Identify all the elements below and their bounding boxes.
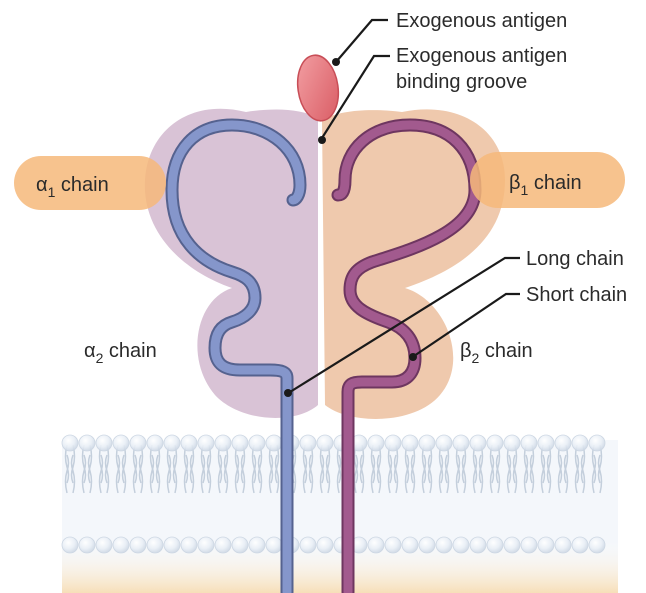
lipid-head: [130, 537, 146, 553]
lipid-head: [164, 537, 180, 553]
lipid-head: [79, 537, 95, 553]
lipid-head: [266, 435, 282, 451]
lipid-head: [266, 537, 282, 553]
lipid-head: [402, 537, 418, 553]
long-chain-callout-dot: [284, 389, 292, 397]
lipid-head: [130, 435, 146, 451]
alpha2-chain-label: α2 chain: [84, 340, 157, 366]
lipid-head: [300, 537, 316, 553]
lipid-head: [538, 435, 554, 451]
binding-groove-label-line1: Exogenous antigen: [396, 45, 567, 67]
exogenous-antigen-label: Exogenous antigen: [396, 10, 567, 32]
lipid-head: [215, 537, 231, 553]
binding-groove-label-line2: binding groove: [396, 71, 527, 93]
lipid-head: [453, 537, 469, 553]
lipid-head: [436, 537, 452, 553]
lipid-head: [164, 435, 180, 451]
antigen-callout-dot: [332, 58, 340, 66]
beta2-chain-label: β2 chain: [460, 340, 533, 366]
lipid-head: [504, 537, 520, 553]
lipid-head: [368, 435, 384, 451]
lipid-head: [147, 537, 163, 553]
lipid-head: [385, 537, 401, 553]
lipid-head: [113, 435, 129, 451]
lipid-head: [589, 537, 605, 553]
lipid-head: [572, 537, 588, 553]
lipid-head: [589, 435, 605, 451]
lipid-head: [470, 435, 486, 451]
lipid-head: [198, 537, 214, 553]
lipid-head: [385, 435, 401, 451]
lipid-head: [181, 537, 197, 553]
lipid-head: [96, 537, 112, 553]
lipid-head: [215, 435, 231, 451]
lipid-head: [198, 435, 214, 451]
lipid-head: [79, 435, 95, 451]
cell-membrane: [62, 435, 618, 593]
long-chain-label: Long chain: [526, 248, 624, 270]
lipid-head: [572, 435, 588, 451]
short-chain-callout-dot: [409, 353, 417, 361]
lipid-head: [419, 435, 435, 451]
lipid-head: [249, 537, 265, 553]
lipid-head: [249, 435, 265, 451]
lipid-head: [368, 537, 384, 553]
lipid-head: [232, 537, 248, 553]
lipid-head: [113, 537, 129, 553]
lipid-head: [555, 435, 571, 451]
lipid-head: [436, 435, 452, 451]
lipid-head: [487, 537, 503, 553]
lipid-head: [521, 435, 537, 451]
lipid-head: [317, 435, 333, 451]
lipid-head: [300, 435, 316, 451]
lipid-head: [504, 435, 520, 451]
lipid-head: [181, 435, 197, 451]
lipid-head: [317, 537, 333, 553]
lipid-head: [62, 537, 78, 553]
lipid-head: [487, 435, 503, 451]
lipid-head: [232, 435, 248, 451]
lipid-head: [538, 537, 554, 553]
lipid-head: [521, 537, 537, 553]
lipid-head: [62, 435, 78, 451]
lipid-head: [453, 435, 469, 451]
lipid-head: [555, 537, 571, 553]
lipid-head: [402, 435, 418, 451]
lipid-head: [147, 435, 163, 451]
lipid-head: [96, 435, 112, 451]
lipid-head: [470, 537, 486, 553]
lipid-head: [419, 537, 435, 553]
groove-callout-dot: [318, 136, 326, 144]
short-chain-label: Short chain: [526, 284, 627, 306]
